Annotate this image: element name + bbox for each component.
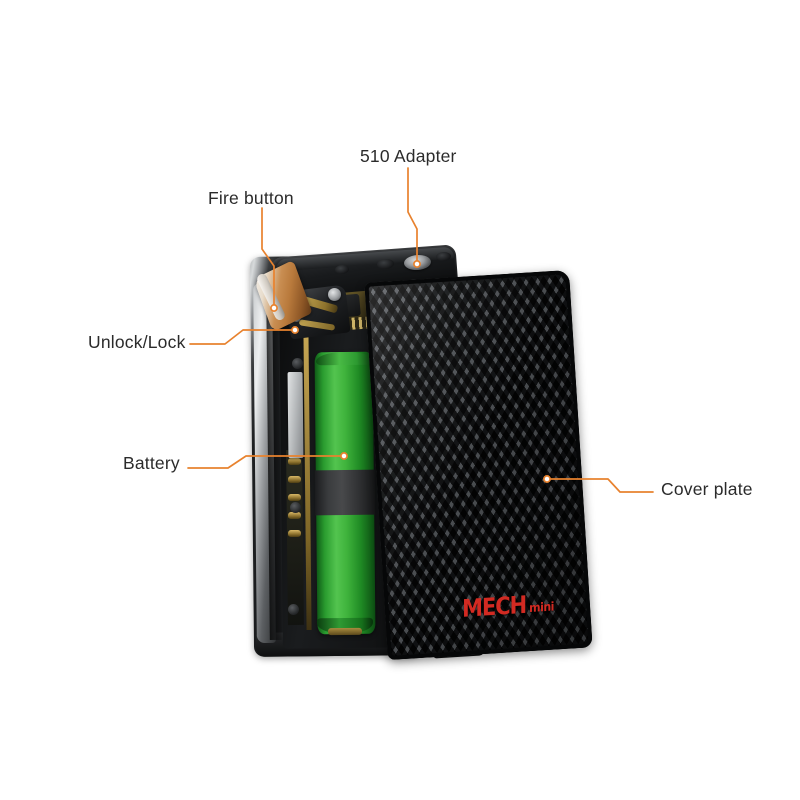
brass-pin xyxy=(287,529,302,538)
battery-top-cap xyxy=(315,351,375,366)
callout-label-battery: Battery xyxy=(123,453,180,473)
callout-label-fire-button: Fire button xyxy=(208,188,294,208)
brass-pin xyxy=(287,457,302,466)
callout-label-510-adapter: 510 Adapter xyxy=(360,146,457,166)
callout-label-cover-plate: Cover plate xyxy=(661,479,753,499)
callout-label-unlock-lock: Unlock/Lock xyxy=(88,332,186,352)
brass-pin xyxy=(287,475,302,484)
battery-negative-contact xyxy=(327,627,363,636)
chassis-screw xyxy=(288,604,299,615)
brass-pin xyxy=(287,511,302,520)
brand-logo-sub: mini xyxy=(529,599,555,616)
brass-pin xyxy=(287,493,302,502)
brand-logo-main: MECH xyxy=(462,590,527,623)
chassis-screw xyxy=(292,358,303,369)
chassis-screw xyxy=(290,502,301,513)
latch-screw xyxy=(328,288,341,301)
battery-center-band xyxy=(314,469,376,516)
battery-spacer-strip xyxy=(287,371,304,459)
